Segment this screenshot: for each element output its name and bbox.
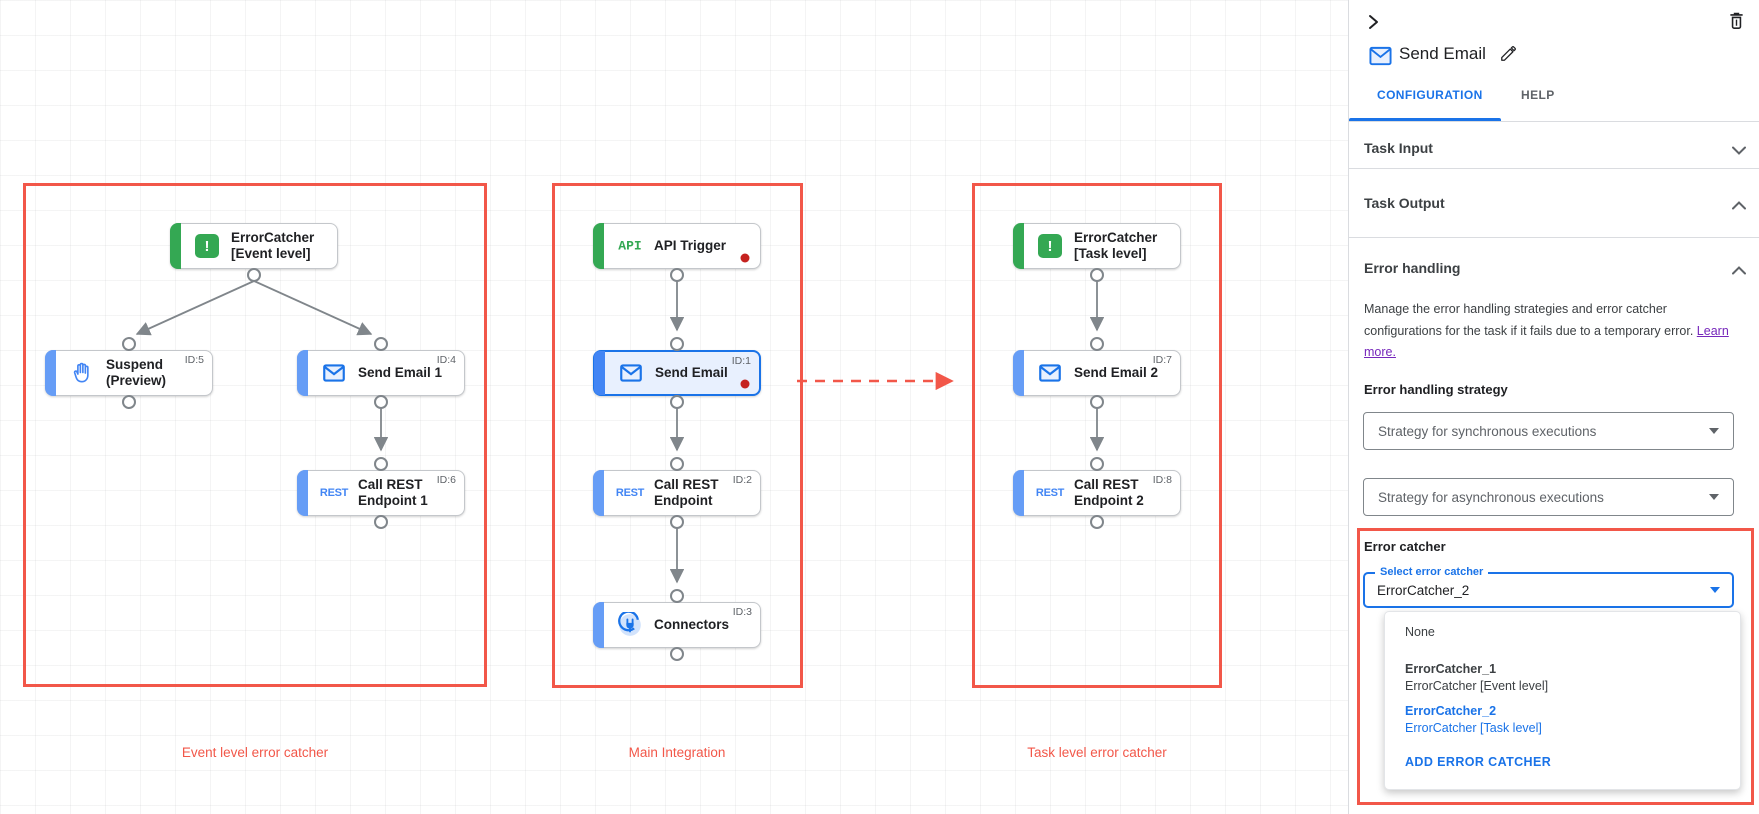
chevron-up-icon [1732, 262, 1746, 280]
menu-item-none[interactable]: None [1405, 625, 1435, 639]
error-catcher-dropdown-menu: None ErrorCatcher_1 ErrorCatcher [Event … [1384, 611, 1741, 790]
hand-icon [66, 360, 98, 386]
divider [1349, 168, 1759, 169]
node-id-badge: ID:4 [436, 354, 456, 366]
api-icon: API [618, 238, 642, 254]
dropdown-caret-icon [1709, 494, 1719, 500]
node-accent-bar [45, 350, 56, 396]
error-catcher-label: Error catcher [1364, 539, 1446, 554]
chevron-down-icon [1732, 142, 1746, 160]
node-suspend[interactable]: Suspend(Preview) ID:5 [45, 350, 213, 396]
section-task-input[interactable]: Task Input [1349, 127, 1759, 168]
error-catcher-icon: ! [1034, 234, 1066, 258]
rest-icon: REST [1035, 487, 1065, 499]
node-id-badge: ID:6 [436, 474, 456, 486]
node-accent-bar [1013, 350, 1024, 396]
node-accent-bar [297, 350, 308, 396]
rest-icon: REST [319, 487, 349, 499]
node-accent-bar [593, 223, 604, 269]
tab-configuration[interactable]: CONFIGURATION [1377, 88, 1483, 102]
menu-item-errorcatcher-1[interactable]: ErrorCatcher_1 ErrorCatcher [Event level… [1405, 662, 1549, 693]
async-strategy-select[interactable]: Strategy for asynchronous executions [1363, 478, 1734, 516]
node-accent-bar [593, 602, 604, 648]
chevron-up-icon [1732, 197, 1746, 215]
integration-canvas[interactable]: Event level error catcher Main Integrati… [0, 0, 1348, 814]
node-errorcatcher-event-level[interactable]: ! ErrorCatcher[Event level] [170, 223, 338, 269]
group-label-main-integration: Main Integration [628, 745, 726, 760]
node-accent-bar [297, 470, 308, 516]
trash-icon [1726, 12, 1747, 34]
email-icon [615, 360, 647, 386]
divider [1349, 237, 1759, 238]
node-send-email-1[interactable]: Send Email 1 ID:4 [297, 350, 465, 396]
group-label-event-level: Event level error catcher [181, 745, 329, 760]
connectors-icon [614, 612, 646, 638]
email-icon [1034, 360, 1066, 386]
selected-error-catcher-value: ErrorCatcher_2 [1377, 582, 1470, 598]
node-send-email-selected[interactable]: Send Email ID:1 [593, 350, 761, 396]
group-box-task-level [972, 183, 1222, 688]
node-accent-bar [1013, 223, 1024, 269]
active-tab-underline [1349, 118, 1501, 121]
group-label-task-level: Task level error catcher [1027, 745, 1167, 760]
node-id-badge: ID:7 [1152, 354, 1172, 366]
node-accent-bar [170, 223, 181, 269]
sync-strategy-select[interactable]: Strategy for synchronous executions [1363, 412, 1734, 450]
tab-help[interactable]: HELP [1521, 88, 1555, 102]
dropdown-caret-icon [1710, 587, 1720, 593]
error-handling-description: Manage the error handling strategies and… [1364, 302, 1729, 360]
delete-task-button[interactable] [1726, 10, 1747, 34]
email-icon [318, 360, 350, 386]
node-send-email-2[interactable]: Send Email 2 ID:7 [1013, 350, 1181, 396]
task-title: Send Email [1399, 44, 1486, 63]
node-id-badge: ID:1 [731, 355, 751, 367]
pencil-icon [1499, 46, 1518, 66]
node-id-badge: ID:2 [732, 474, 752, 486]
menu-item-errorcatcher-2[interactable]: ErrorCatcher_2 ErrorCatcher [Task level] [1405, 704, 1542, 735]
error-catcher-icon: ! [191, 234, 223, 258]
task-config-panel: Send Email CONFIGURATION HELP Task Input… [1348, 0, 1759, 814]
group-box-event-level [23, 183, 487, 687]
error-handling-strategy-label: Error handling strategy [1364, 382, 1508, 397]
node-accent-bar [593, 470, 604, 516]
select-error-catcher-field[interactable]: Select error catcher ErrorCatcher_2 [1363, 566, 1734, 608]
add-error-catcher-button[interactable]: ADD ERROR CATCHER [1405, 755, 1552, 769]
dropdown-caret-icon [1709, 428, 1719, 434]
node-accent-bar [594, 351, 605, 395]
node-id-badge: ID:5 [184, 354, 204, 366]
node-connectors[interactable]: Connectors ID:3 [593, 602, 761, 648]
collapse-panel-button[interactable] [1363, 12, 1383, 35]
section-task-output[interactable]: Task Output [1349, 168, 1759, 237]
node-id-badge: ID:8 [1152, 474, 1172, 486]
section-error-handling[interactable]: Error handling [1349, 250, 1759, 286]
node-id-badge: ID:3 [732, 606, 752, 618]
learn-more-link[interactable]: Learn more. [1364, 323, 1729, 360]
chevron-right-icon [1363, 15, 1383, 35]
select-error-catcher-floating-label: Select error catcher [1375, 566, 1489, 578]
email-icon [1369, 46, 1392, 71]
rest-icon: REST [615, 487, 645, 499]
divider [1349, 121, 1759, 122]
node-errorcatcher-task-level[interactable]: ! ErrorCatcher[Task level] [1013, 223, 1181, 269]
edit-title-button[interactable] [1499, 44, 1518, 66]
group-box-main-integration [552, 183, 803, 688]
node-accent-bar [1013, 470, 1024, 516]
node-api-trigger[interactable]: API API Trigger [593, 223, 761, 269]
